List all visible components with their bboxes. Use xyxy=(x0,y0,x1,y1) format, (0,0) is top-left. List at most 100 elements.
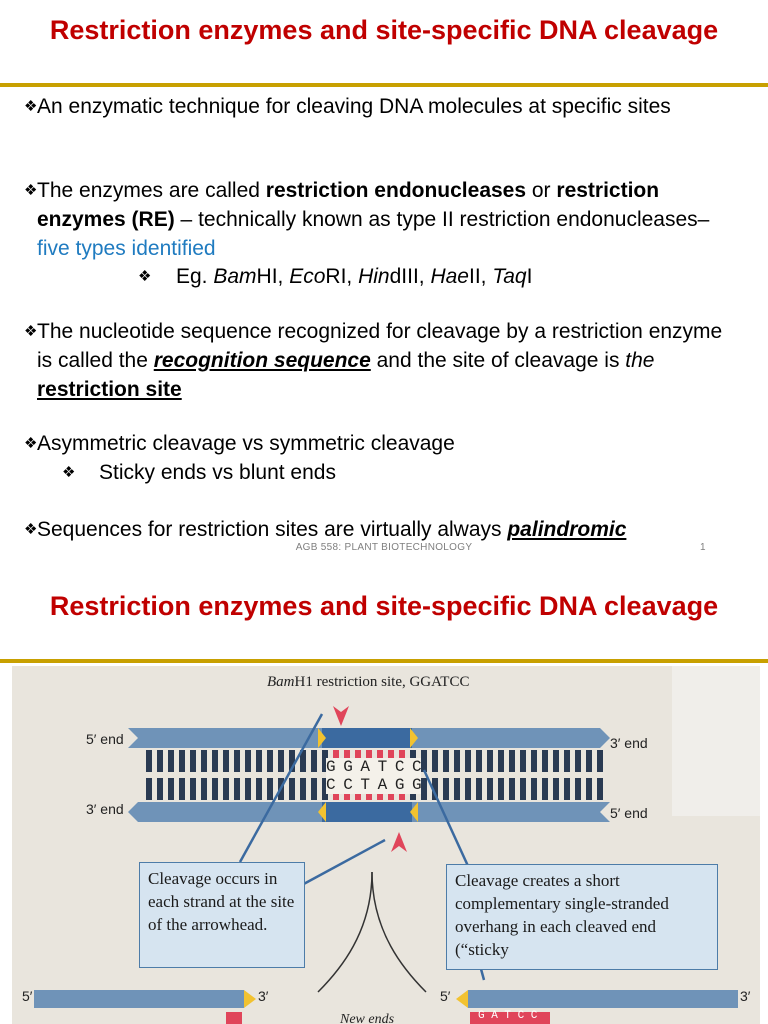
lower-right-marker xyxy=(456,990,468,1008)
term-recognition-sequence: recognition sequence xyxy=(153,349,371,372)
slide-footer: AGB 558: PLANT BIOTECHNOLOGY xyxy=(295,542,473,553)
base-pair-bar xyxy=(256,778,262,800)
base-pair-bar xyxy=(597,750,603,772)
top-cleavage-arrowhead xyxy=(333,706,349,726)
callout-cleavage-occurs: Cleavage occurs in each strand at the si… xyxy=(139,862,305,968)
callout-line-right xyxy=(422,769,470,867)
lower-left-marker xyxy=(244,990,256,1008)
bullet-3-text: The nucleotide sequence recognized for c… xyxy=(37,317,737,404)
base-pair-bar xyxy=(575,750,581,772)
base-pair-bar xyxy=(267,750,273,772)
base-pair-bar xyxy=(487,778,493,800)
base-pair-bar xyxy=(553,750,559,772)
text-run: II, xyxy=(468,265,493,288)
diamond-bullet-icon: ❖ xyxy=(138,268,152,285)
callout-line-left-2 xyxy=(299,838,386,888)
base-pair-bar xyxy=(454,778,460,800)
base-pair-bar xyxy=(267,778,273,800)
diamond-bullet-icon: ❖ xyxy=(24,435,38,452)
text-run: Bam xyxy=(213,265,257,288)
base-pair-bar xyxy=(421,750,427,772)
diamond-bullet-icon: ❖ xyxy=(24,98,38,115)
base-pair-bar xyxy=(443,750,449,772)
base-pair-bar xyxy=(289,750,295,772)
label-5-end-left: 5′ end xyxy=(86,731,124,747)
sub-bullet-sticky-text: Sticky ends vs blunt ends xyxy=(99,461,336,484)
base-pair-bar xyxy=(520,750,526,772)
base-pair-bar xyxy=(146,778,152,800)
base-pair-bar xyxy=(564,750,570,772)
text-run: Hin xyxy=(358,265,390,288)
base-pair-bar xyxy=(465,750,471,772)
base-pair-bar xyxy=(476,750,482,772)
lower-left-fragment xyxy=(34,990,244,1008)
base-pair-bar xyxy=(245,778,251,800)
slide-1: Restriction enzymes and site-specific DN… xyxy=(0,15,768,553)
text-run: HI, xyxy=(256,265,290,288)
term-palindromic: palindromic xyxy=(507,518,627,541)
base-pair-bar xyxy=(322,750,328,772)
base-pair-bar xyxy=(432,750,438,772)
base-pair-bar xyxy=(498,750,504,772)
base-pair-bar xyxy=(179,750,185,772)
base-pair-bar xyxy=(531,750,537,772)
title-rule xyxy=(0,659,768,663)
dna-diagram xyxy=(34,706,738,1024)
site-marker-left-top xyxy=(318,728,326,748)
callout-sticky-ends: Cleavage creates a short complementary s… xyxy=(446,864,718,970)
term-restriction-site: restriction site xyxy=(37,378,182,401)
base-pair-bar xyxy=(190,778,196,800)
lower-label-5-left: 5′ xyxy=(22,988,33,1004)
base-pair-bar xyxy=(201,778,207,800)
site-marker-right-top xyxy=(410,728,418,748)
term-restriction-endonucleases: restriction endonucleases xyxy=(265,179,527,202)
text-run: I xyxy=(526,265,533,288)
base-pair-bar xyxy=(432,778,438,800)
lower-right-site xyxy=(470,1012,550,1024)
base-pair-bar xyxy=(476,778,482,800)
bullet-1-text: An enzymatic technique for cleaving DNA … xyxy=(37,95,671,118)
base-pair-bar xyxy=(179,778,185,800)
base-pair-bar xyxy=(212,750,218,772)
base-pair-bar xyxy=(509,778,515,800)
text-run: Hae xyxy=(430,265,469,288)
text-run: The nucleotide sequence recognized for c… xyxy=(37,320,723,372)
text-run: – technically known as type II restricti… xyxy=(174,208,710,231)
bullet-4-text: Asymmetric cleavage vs symmetric cleavag… xyxy=(37,432,455,455)
base-pair-bar xyxy=(212,778,218,800)
bottom-site-segment xyxy=(322,802,412,822)
lower-label-3-left: 3′ xyxy=(258,988,269,1004)
base-pair-bar xyxy=(564,778,570,800)
lower-label-5-right: 5′ xyxy=(440,988,451,1004)
text-run: Taq xyxy=(492,265,527,288)
base-pair-bar xyxy=(168,750,174,772)
base-pair-bar xyxy=(168,778,174,800)
base-pair-bar xyxy=(157,778,163,800)
base-pair-bar xyxy=(311,750,317,772)
text-run: Sequences for restriction sites are virt… xyxy=(37,518,508,541)
site-marker-right-bottom xyxy=(410,802,418,822)
slide-2: Restriction enzymes and site-specific DN… xyxy=(0,582,768,1024)
bottom-sequence: C C T A G G xyxy=(326,776,422,794)
base-pair-bar xyxy=(223,750,229,772)
figure-page-edge xyxy=(672,666,760,816)
base-pair-bar xyxy=(223,778,229,800)
base-pair-bar xyxy=(146,750,152,772)
text-run: H1 restriction site, GGATCC xyxy=(294,674,470,690)
title-rule xyxy=(0,83,768,87)
base-pair-bar xyxy=(542,750,548,772)
diamond-bullet-icon: ❖ xyxy=(24,182,38,199)
base-pair-bar xyxy=(465,778,471,800)
five-types-highlight: five types identified xyxy=(37,237,216,260)
text-run: Eg. xyxy=(176,265,214,288)
text-run: or xyxy=(526,179,557,202)
base-pair-bar xyxy=(498,778,504,800)
base-pair-bar xyxy=(520,778,526,800)
base-pair-bar xyxy=(487,750,493,772)
split-arrow-right xyxy=(371,871,427,993)
base-pair-bar xyxy=(586,750,592,772)
text-run: and the site of cleavage is xyxy=(370,349,626,372)
base-pair-bar xyxy=(256,750,262,772)
base-pair-bar xyxy=(531,778,537,800)
base-pair-bar xyxy=(542,778,548,800)
